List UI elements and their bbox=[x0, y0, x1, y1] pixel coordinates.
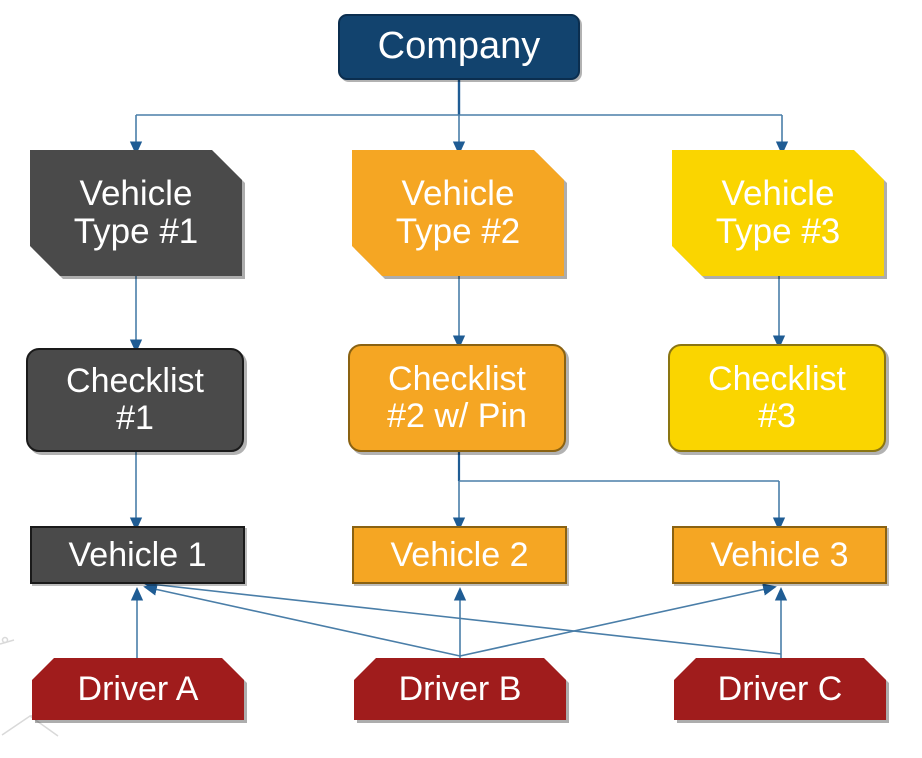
node-driver-c[interactable]: Driver C bbox=[674, 658, 886, 720]
node-vehicle-type-1[interactable]: Vehicle Type #1 bbox=[30, 150, 242, 276]
node-vehicle-type-2-wrap: Vehicle Type #2 bbox=[352, 150, 564, 276]
node-driver-b[interactable]: Driver B bbox=[354, 658, 566, 720]
node-vehicle-type-3-wrap: Vehicle Type #3 bbox=[672, 150, 884, 276]
node-checklist-1[interactable]: Checklist #1 bbox=[26, 348, 244, 452]
node-vehicle-1[interactable]: Vehicle 1 bbox=[30, 526, 245, 584]
node-driver-b-wrap: Driver B bbox=[354, 658, 566, 720]
node-checklist-3[interactable]: Checklist #3 bbox=[668, 344, 886, 452]
node-checklist-2[interactable]: Checklist #2 w/ Pin bbox=[348, 344, 566, 452]
node-vehicle-type-3[interactable]: Vehicle Type #3 bbox=[672, 150, 884, 276]
node-company[interactable]: Company bbox=[338, 14, 580, 80]
node-vehicle-type-2[interactable]: Vehicle Type #2 bbox=[352, 150, 564, 276]
node-vehicle-2[interactable]: Vehicle 2 bbox=[352, 526, 567, 584]
node-vehicle-3[interactable]: Vehicle 3 bbox=[672, 526, 887, 584]
node-driver-c-wrap: Driver C bbox=[674, 658, 886, 720]
node-vehicle-type-1-wrap: Vehicle Type #1 bbox=[30, 150, 242, 276]
node-driver-a-wrap: Driver A bbox=[32, 658, 244, 720]
node-driver-a[interactable]: Driver A bbox=[32, 658, 244, 720]
